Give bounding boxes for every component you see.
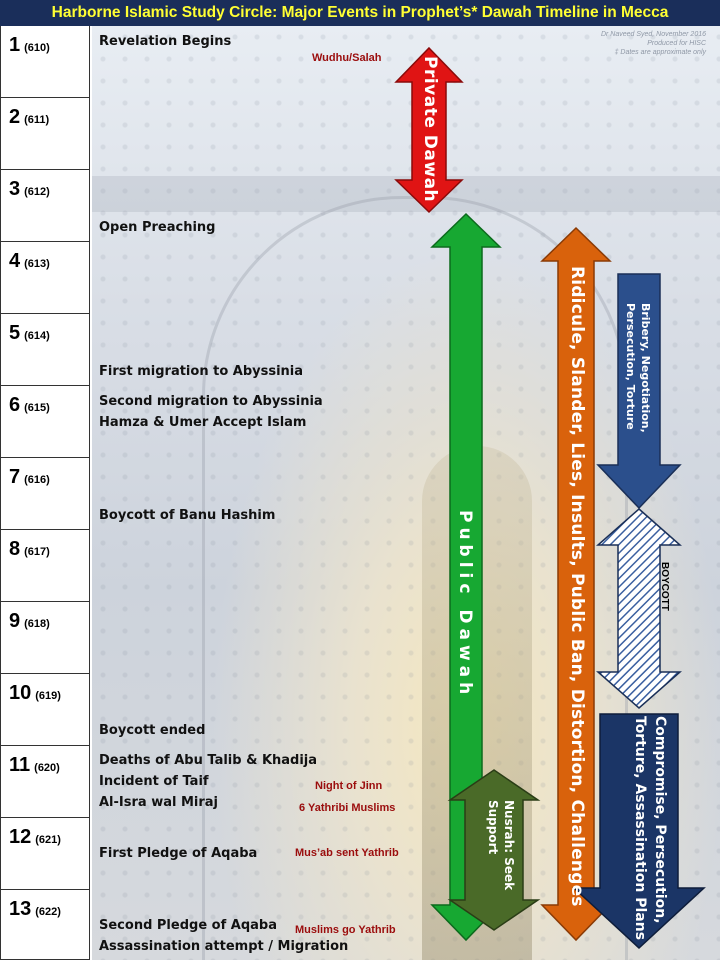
note-label: Wudhu/Salah: [312, 52, 381, 64]
event-label: Revelation Begins: [99, 34, 231, 49]
year-cell: 7(616): [0, 458, 90, 530]
year-cell: 2(611): [0, 98, 90, 170]
event-label: Second migration to Abyssinia: [99, 394, 323, 409]
year-cell: 8(617): [0, 530, 90, 602]
event-label: First Pledge of Aqaba: [99, 846, 257, 861]
year-cell: 5(614): [0, 314, 90, 386]
bribery-label-line: Persecution, Torture: [623, 303, 638, 433]
compromise-label: Compromise, Persecution, Torture, Assass…: [630, 716, 670, 940]
nusrah-label-line: Support: [485, 800, 501, 890]
event-label: Deaths of Abu Talib & Khadija: [99, 753, 317, 768]
bribery-label-line: Bribery, Negotiation,: [638, 303, 653, 433]
year-column: 1(610) 2(611) 3(612) 4(613) 5(614) 6(615…: [0, 26, 91, 960]
event-label: Incident of Taif: [99, 774, 209, 789]
year-cell: 13(622): [0, 890, 90, 960]
ridicule-label: Ridicule, Slander, Lies, Insults, Public…: [567, 266, 587, 907]
event-label: First migration to Abyssinia: [99, 364, 303, 379]
nusrah-label-line: Nusrah: Seek: [501, 800, 517, 890]
event-label: Boycott ended: [99, 723, 205, 738]
title-bar: Harborne Islamic Study Circle: Major Eve…: [0, 0, 720, 26]
year-cell: 10(619): [0, 674, 90, 746]
private-dawah-label: Private Dawah: [420, 56, 440, 202]
public-dawah-label: Public Dawah: [455, 510, 475, 699]
compromise-label-line: Torture, Assassination Plans: [630, 716, 650, 940]
year-cell: 11(620): [0, 746, 90, 818]
event-label: Al-Isra wal Miraj: [99, 795, 218, 810]
nusrah-label: Nusrah: Seek Support: [485, 800, 517, 890]
year-cell: 4(613): [0, 242, 90, 314]
note-label: Night of Jinn: [315, 780, 382, 792]
event-label: Hamza & Umer Accept Islam: [99, 415, 306, 430]
event-label: Boycott of Banu Hashim: [99, 508, 275, 523]
event-label: Second Pledge of Aqaba: [99, 918, 277, 933]
compromise-label-line: Compromise, Persecution,: [650, 716, 670, 940]
year-cell: 3(612): [0, 170, 90, 242]
year-cell: 12(621): [0, 818, 90, 890]
boycott-label: BOYCOTT: [659, 562, 670, 611]
event-label: Open Preaching: [99, 220, 215, 235]
note-label: 6 Yathribi Muslims: [299, 802, 395, 814]
year-cell: 6(615): [0, 386, 90, 458]
bribery-label: Bribery, Negotiation, Persecution, Tortu…: [623, 303, 653, 433]
year-cell: 1(610): [0, 26, 90, 98]
note-label: Mus’ab sent Yathrib: [295, 847, 399, 859]
event-label: Assassination attempt / Migration: [99, 939, 348, 954]
note-label: Muslims go Yathrib: [295, 924, 396, 936]
page-title: Harborne Islamic Study Circle: Major Eve…: [52, 4, 669, 22]
year-cell: 9(618): [0, 602, 90, 674]
